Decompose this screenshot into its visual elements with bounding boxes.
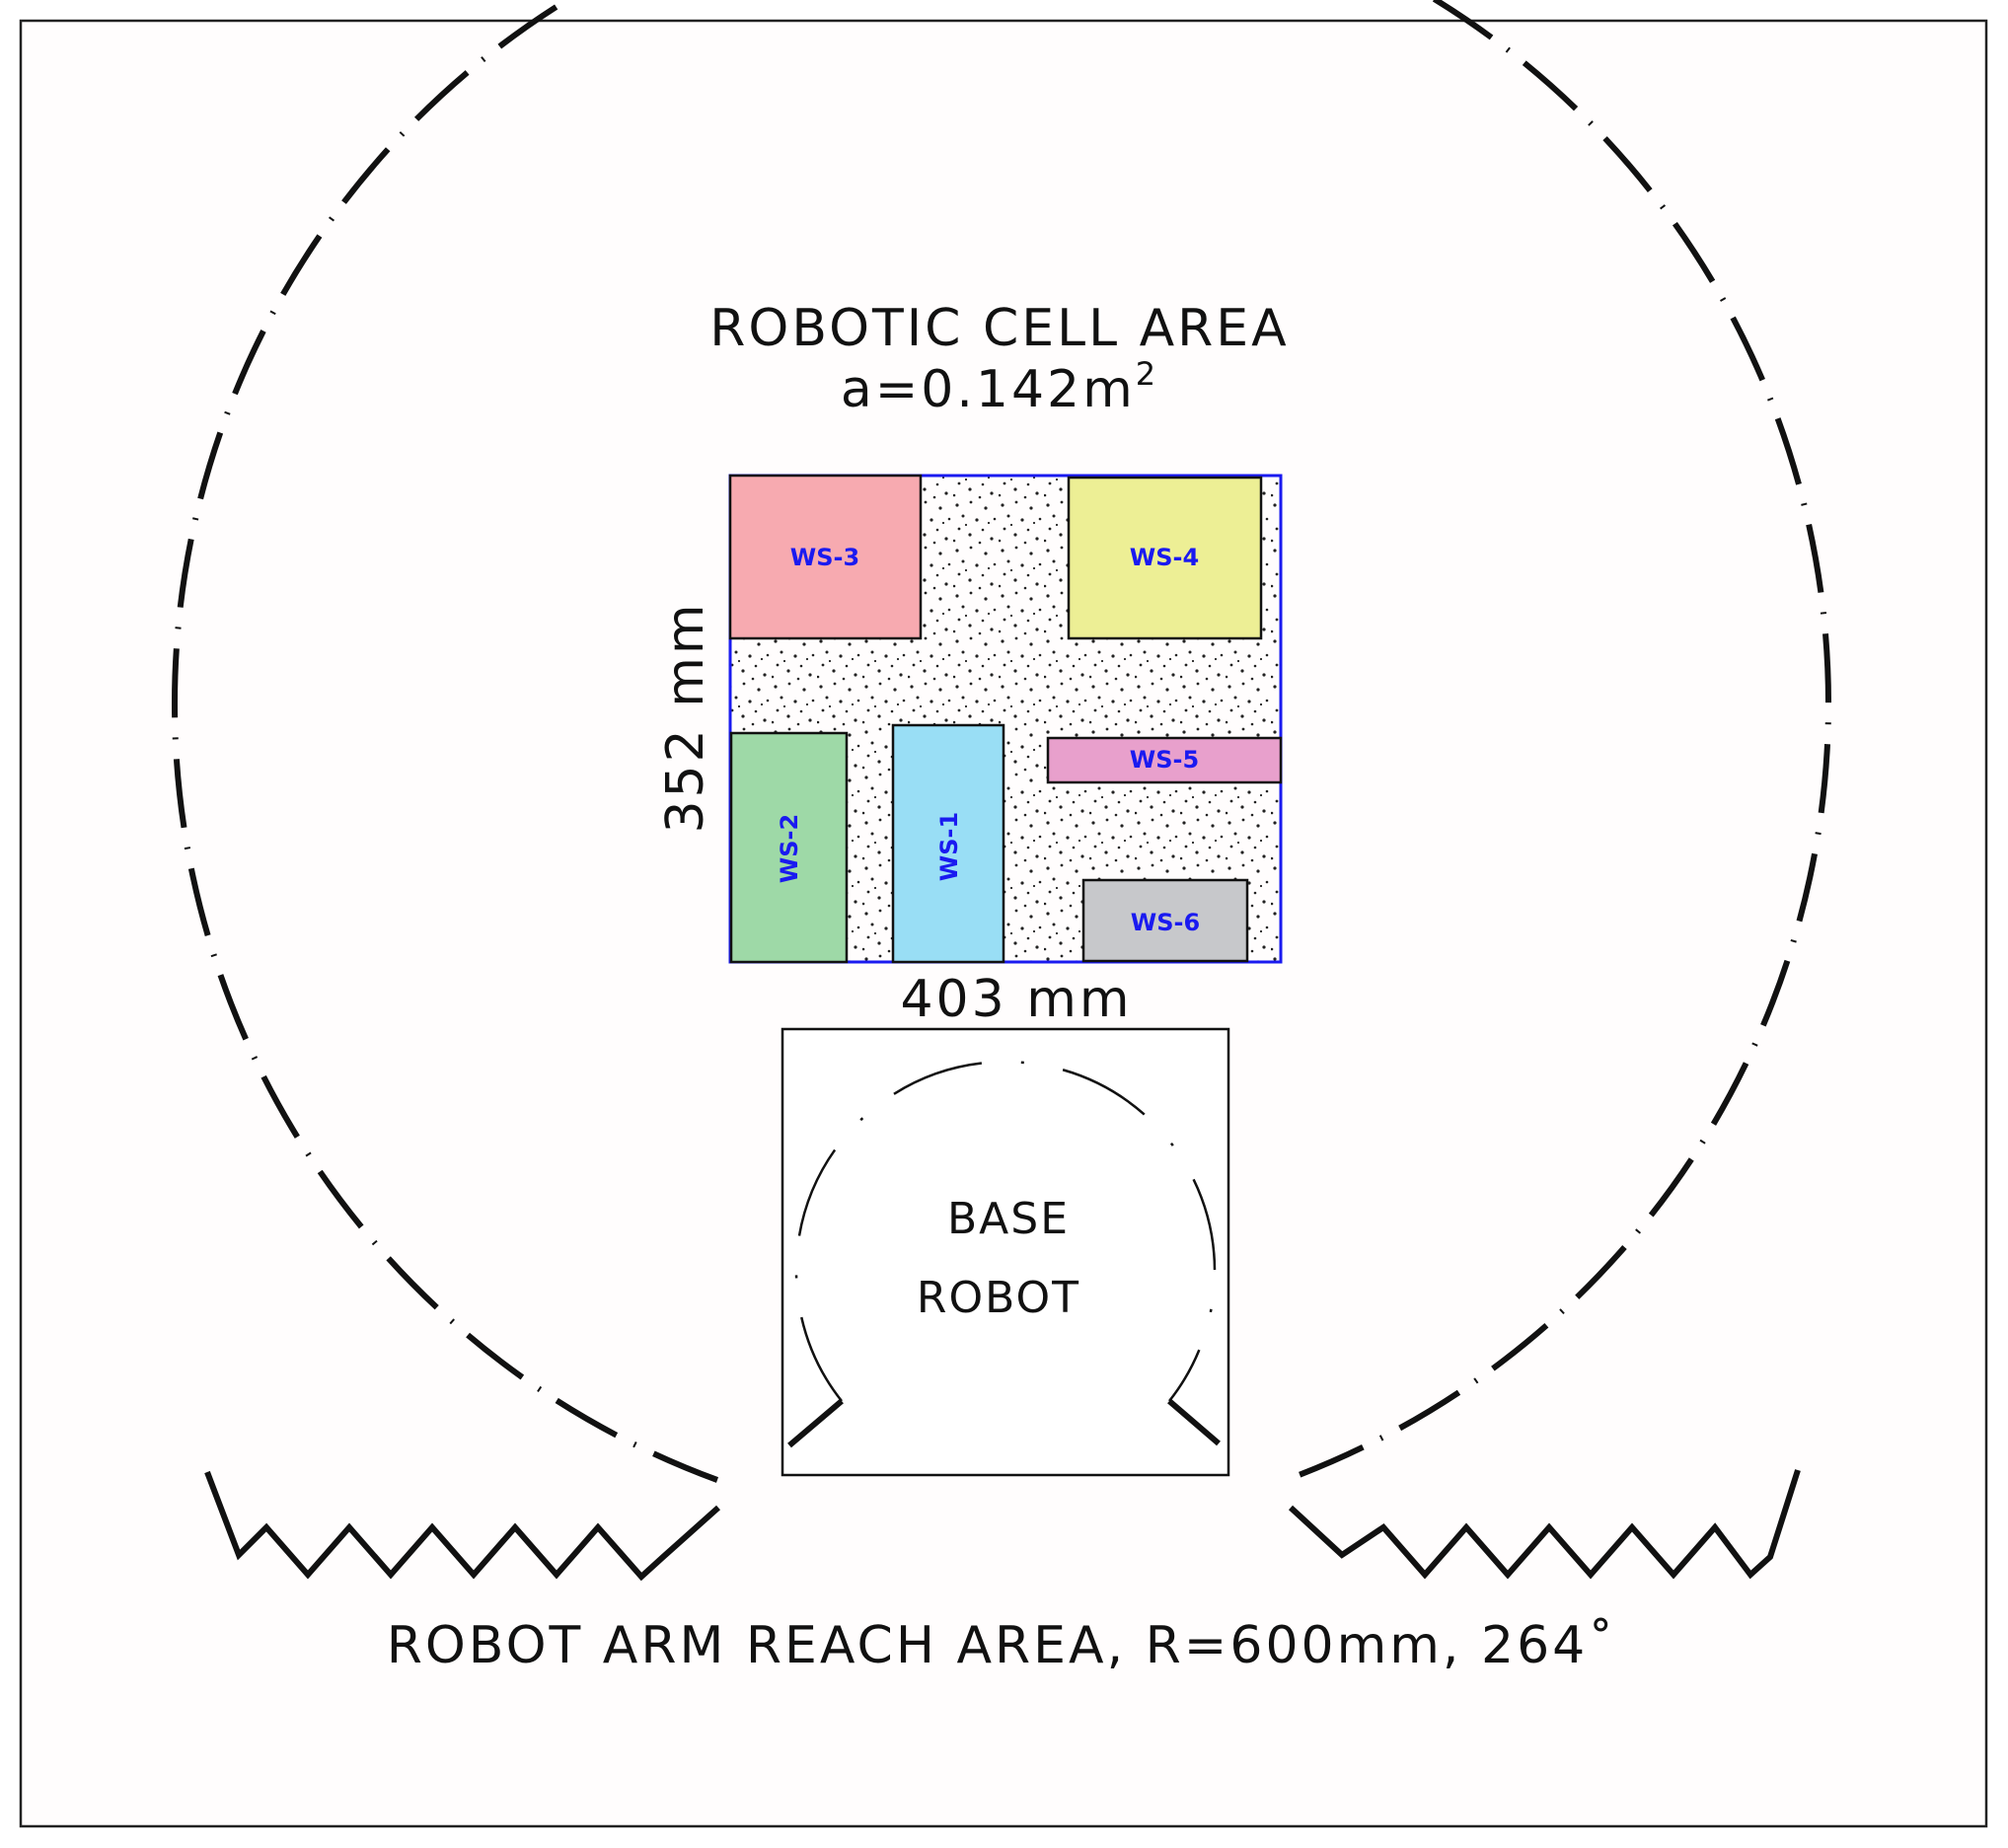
workstation-ws3: WS-3: [728, 474, 923, 640]
ws2-box: [729, 731, 849, 964]
ws6-label: WS-6: [1131, 909, 1200, 936]
ws1-box: [891, 723, 1005, 964]
reach-break-left: [204, 1470, 720, 1582]
robot-base-bracket-left: [787, 1398, 844, 1448]
ws2-label: WS-2: [776, 814, 803, 883]
robot-base-circle: [794, 1060, 1217, 1402]
ws5-label: WS-5: [1130, 746, 1199, 774]
cell-area-value: a=0.142m2: [841, 355, 1158, 419]
cell-area-title: ROBOTIC CELL AREA: [709, 299, 1289, 358]
reach-area-caption: ROBOT ARM REACH AREA, R=600mm, 264˚: [387, 1616, 1617, 1675]
reach-break-right: [1288, 1469, 1801, 1580]
workstation-ws5: WS-5: [1046, 736, 1283, 784]
robot-base-box: [781, 1027, 1230, 1477]
ws3-box: [728, 474, 923, 640]
ws3-label: WS-3: [790, 544, 859, 571]
cell-area-value-text: a=0.142m: [841, 360, 1136, 419]
workstation-ws6: WS-6: [1081, 878, 1249, 963]
ws5-box: [1046, 736, 1283, 784]
ws6-box: [1081, 878, 1249, 963]
workstation-ws1: WS-1: [891, 723, 1005, 964]
robot-base-bracket-right: [1167, 1398, 1221, 1446]
robot-label: ROBOT: [917, 1273, 1080, 1323]
reach-area-arc: [172, 0, 1831, 1483]
ws4-label: WS-4: [1130, 544, 1199, 571]
workstation-ws4: WS-4: [1067, 476, 1263, 640]
ws1-label: WS-1: [935, 812, 963, 881]
base-label: BASE: [947, 1194, 1070, 1244]
workstation-ws2: WS-2: [729, 731, 849, 964]
cell-width-dimension: 403 mm: [900, 970, 1132, 1029]
ws4-box: [1067, 476, 1263, 640]
cell-height-dimension: 352 mm: [656, 601, 715, 833]
cell-area-value-superscript: 2: [1136, 355, 1158, 393]
